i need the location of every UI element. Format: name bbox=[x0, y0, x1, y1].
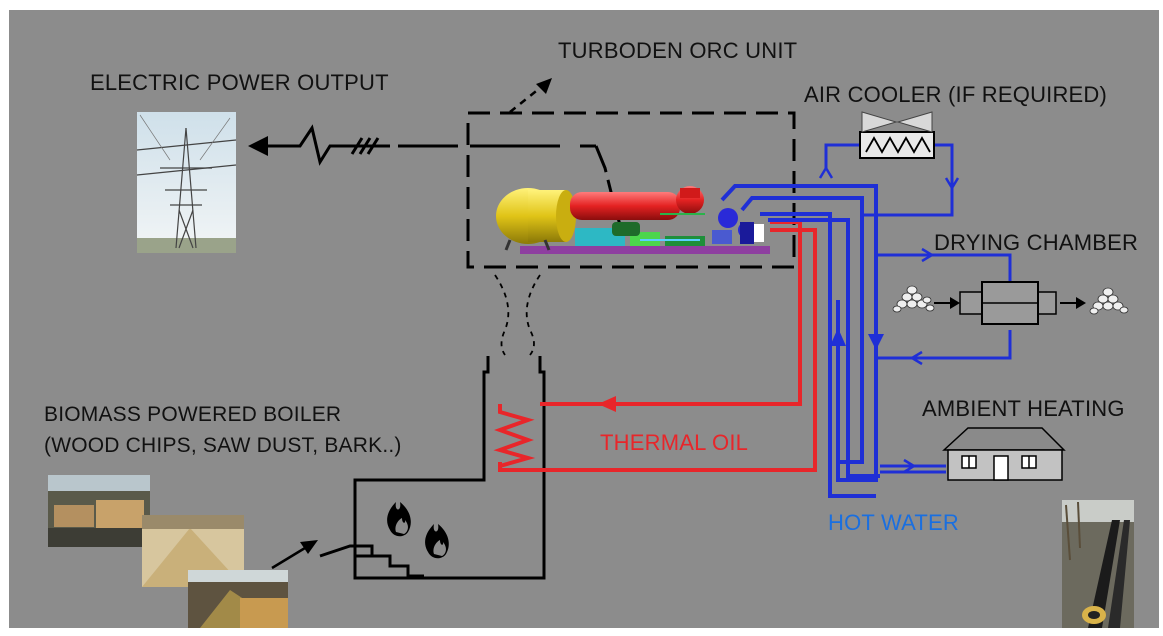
wood-storage-photo bbox=[48, 475, 150, 547]
air-cooler bbox=[859, 111, 935, 159]
drying-chamber-label: DRYING CHAMBER bbox=[934, 230, 1139, 255]
hot-water-down-arrow bbox=[868, 334, 884, 350]
dried-chips-pile-icon bbox=[1089, 287, 1129, 315]
bark-photo bbox=[188, 570, 288, 628]
power-pylon-photo bbox=[136, 112, 237, 253]
flame-icon bbox=[387, 502, 449, 559]
hot-water-up-arrow bbox=[830, 328, 846, 346]
insulated-pipe-photo bbox=[1062, 500, 1134, 628]
hot-water-branches bbox=[824, 143, 1012, 474]
electric-power-label: ELECTRIC POWER OUTPUT bbox=[90, 70, 389, 95]
electric-output-line bbox=[262, 124, 622, 226]
air-cooler-label: AIR COOLER (IF REQUIRED) bbox=[804, 82, 1108, 107]
electric-arrow-head bbox=[248, 136, 268, 156]
boiler-label-line2: (WOOD CHIPS, SAW DUST, BARK..) bbox=[44, 434, 402, 457]
drying-chamber bbox=[934, 281, 1086, 325]
orc-unit-label: TURBODEN ORC UNIT bbox=[558, 38, 798, 63]
fuel-feed-arrow bbox=[271, 540, 318, 570]
orc-label-pointer bbox=[509, 78, 552, 113]
ambient-heating-label: AMBIENT HEATING bbox=[922, 396, 1125, 421]
house-icon bbox=[942, 427, 1066, 481]
orc-machinery bbox=[496, 186, 770, 254]
hot-water-label: HOT WATER bbox=[828, 510, 959, 535]
orc-unit-box bbox=[466, 111, 796, 269]
hot-water-circuit bbox=[720, 184, 880, 498]
thermal-oil-label: THERMAL OIL bbox=[600, 430, 749, 455]
boiler-label-line1: BIOMASS POWERED BOILER bbox=[44, 403, 342, 426]
thermal-oil-arrow bbox=[598, 396, 616, 412]
boiler bbox=[319, 356, 546, 580]
hot-water-arrows bbox=[818, 165, 960, 474]
wood-chips-pile-icon bbox=[892, 285, 935, 313]
